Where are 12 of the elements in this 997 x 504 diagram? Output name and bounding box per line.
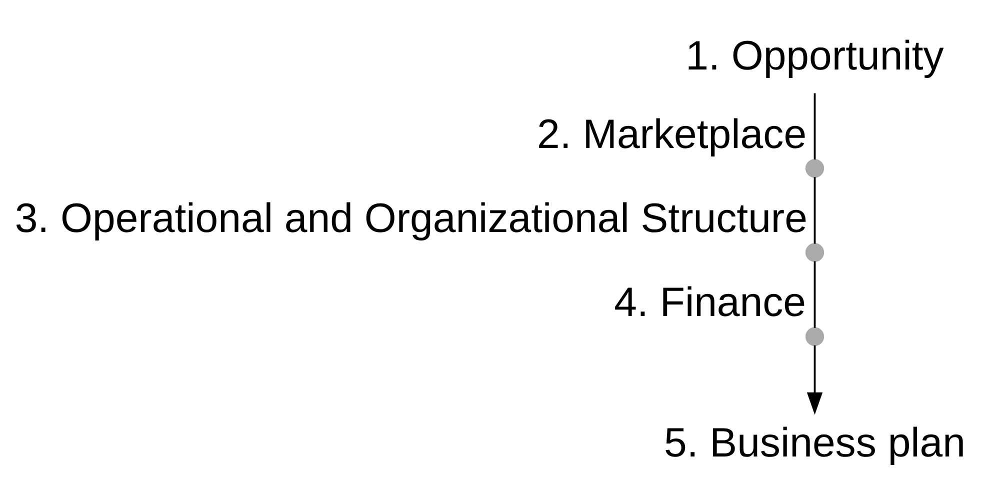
node-circle	[805, 242, 824, 262]
connector	[814, 92, 816, 159]
arrow	[806, 344, 823, 414]
connector	[814, 176, 816, 244]
node-label: 2. Marketplace	[537, 110, 807, 157]
node-circle	[805, 158, 824, 178]
node-label: 4. Finance	[614, 278, 806, 325]
node-text: 5. Business plan	[664, 418, 966, 465]
node-text: 1. Opportunity	[686, 32, 944, 78]
connector	[814, 260, 816, 328]
node-circle	[805, 326, 824, 346]
node-label: 3. Operational and Organizational Structure	[14, 194, 808, 241]
